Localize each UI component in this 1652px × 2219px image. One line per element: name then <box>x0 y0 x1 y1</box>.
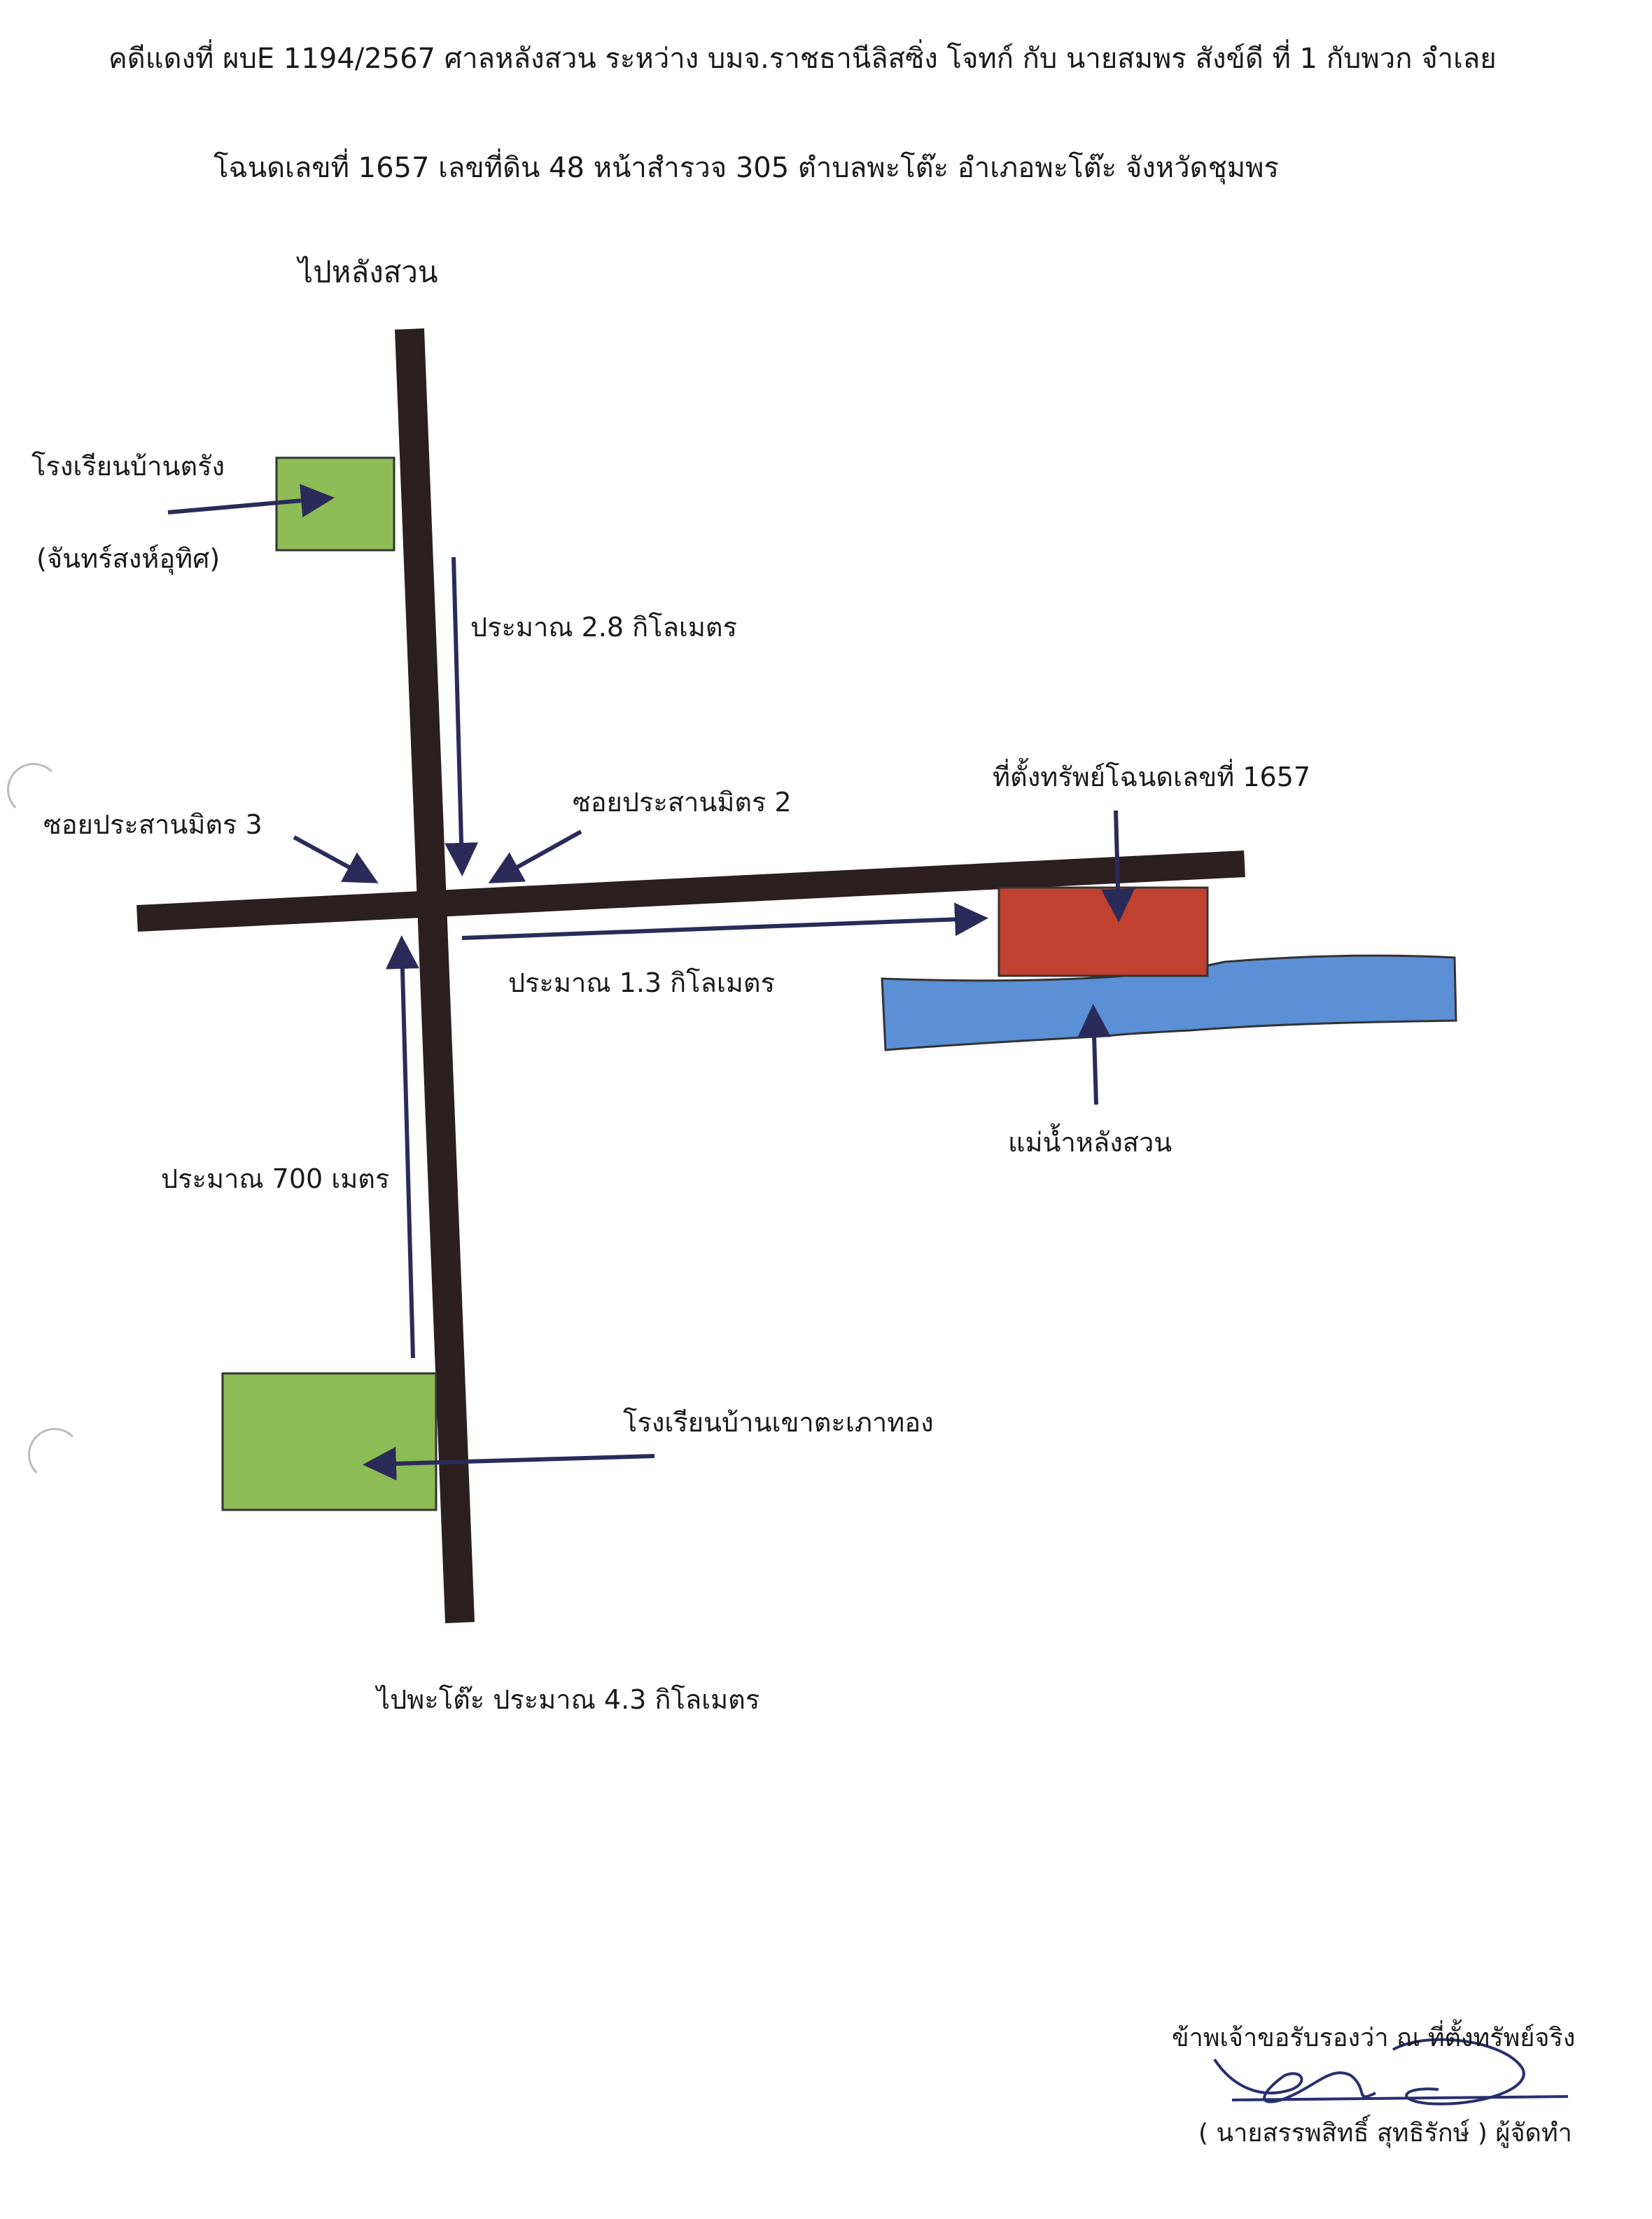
direction-phato-label: ไปพะโต๊ะ ประมาณ 4.3 กิโลเมตร <box>377 1684 760 1715</box>
arrow-school-south <box>363 1446 655 1480</box>
soi-3-label: ซอยประสานมิตร 3 <box>43 809 262 840</box>
south-distance-label: ประมาณ 700 เมตร <box>161 1163 390 1194</box>
certification-text: ข้าพเจ้าขอรับรองว่า ณ ที่ตั้งทรัพย์จริง <box>1172 2024 1576 2052</box>
direction-langsuan-label: ไปหลังสวน <box>298 255 438 289</box>
handwritten-signature <box>1213 2038 1569 2106</box>
arrow-river-up <box>1077 1004 1112 1105</box>
arrow-property-down <box>1101 810 1135 923</box>
north-distance-label: ประมาณ 2.8 กิโลเมตร <box>470 612 738 643</box>
deed-header-line: โฉนดเลขที่ 1657 เลขที่ดิน 48 หน้าสำรวจ 3… <box>214 152 1279 184</box>
arrow-north-distance <box>444 556 479 876</box>
school-north-box <box>275 456 396 552</box>
property-box <box>997 886 1209 977</box>
main-road <box>395 328 475 1623</box>
river-label: แม่น้ำหลังสวน <box>1008 1127 1172 1158</box>
arrow-soi-2 <box>488 830 582 883</box>
arrow-east-distance <box>461 902 988 940</box>
author-name: ( นายสรรพสิทธิ์ สุทธิรักษ์ ) ผู้จัดทำ <box>1198 2119 1572 2148</box>
east-distance-label: ประมาณ 1.3 กิโลเมตร <box>508 967 776 998</box>
punch-hole-mark <box>7 763 60 816</box>
arrow-south-distance <box>385 935 419 1359</box>
arrow-school-north <box>167 484 335 518</box>
school-north-sublabel: (จันทร์สงห์อุทิศ) <box>36 543 220 574</box>
school-north-label: โรงเรียนบ้านตรัง <box>31 451 225 482</box>
case-header-line: คดีแดงที่ ผบE 1194/2567 ศาลหลังสวน ระหว่… <box>108 43 1497 75</box>
property-label: ที่ตั้งทรัพย์โฉนดเลขที่ 1657 <box>993 762 1311 792</box>
arrow-soi-3 <box>293 835 379 883</box>
soi-2-label: ซอยประสานมิตร 2 <box>573 787 792 818</box>
school-south-label: โรงเรียนบ้านเขาตะเภาทอง <box>623 1407 934 1438</box>
school-south-box <box>221 1372 438 1511</box>
punch-hole-mark <box>28 1428 81 1481</box>
cross-road <box>136 850 1245 932</box>
